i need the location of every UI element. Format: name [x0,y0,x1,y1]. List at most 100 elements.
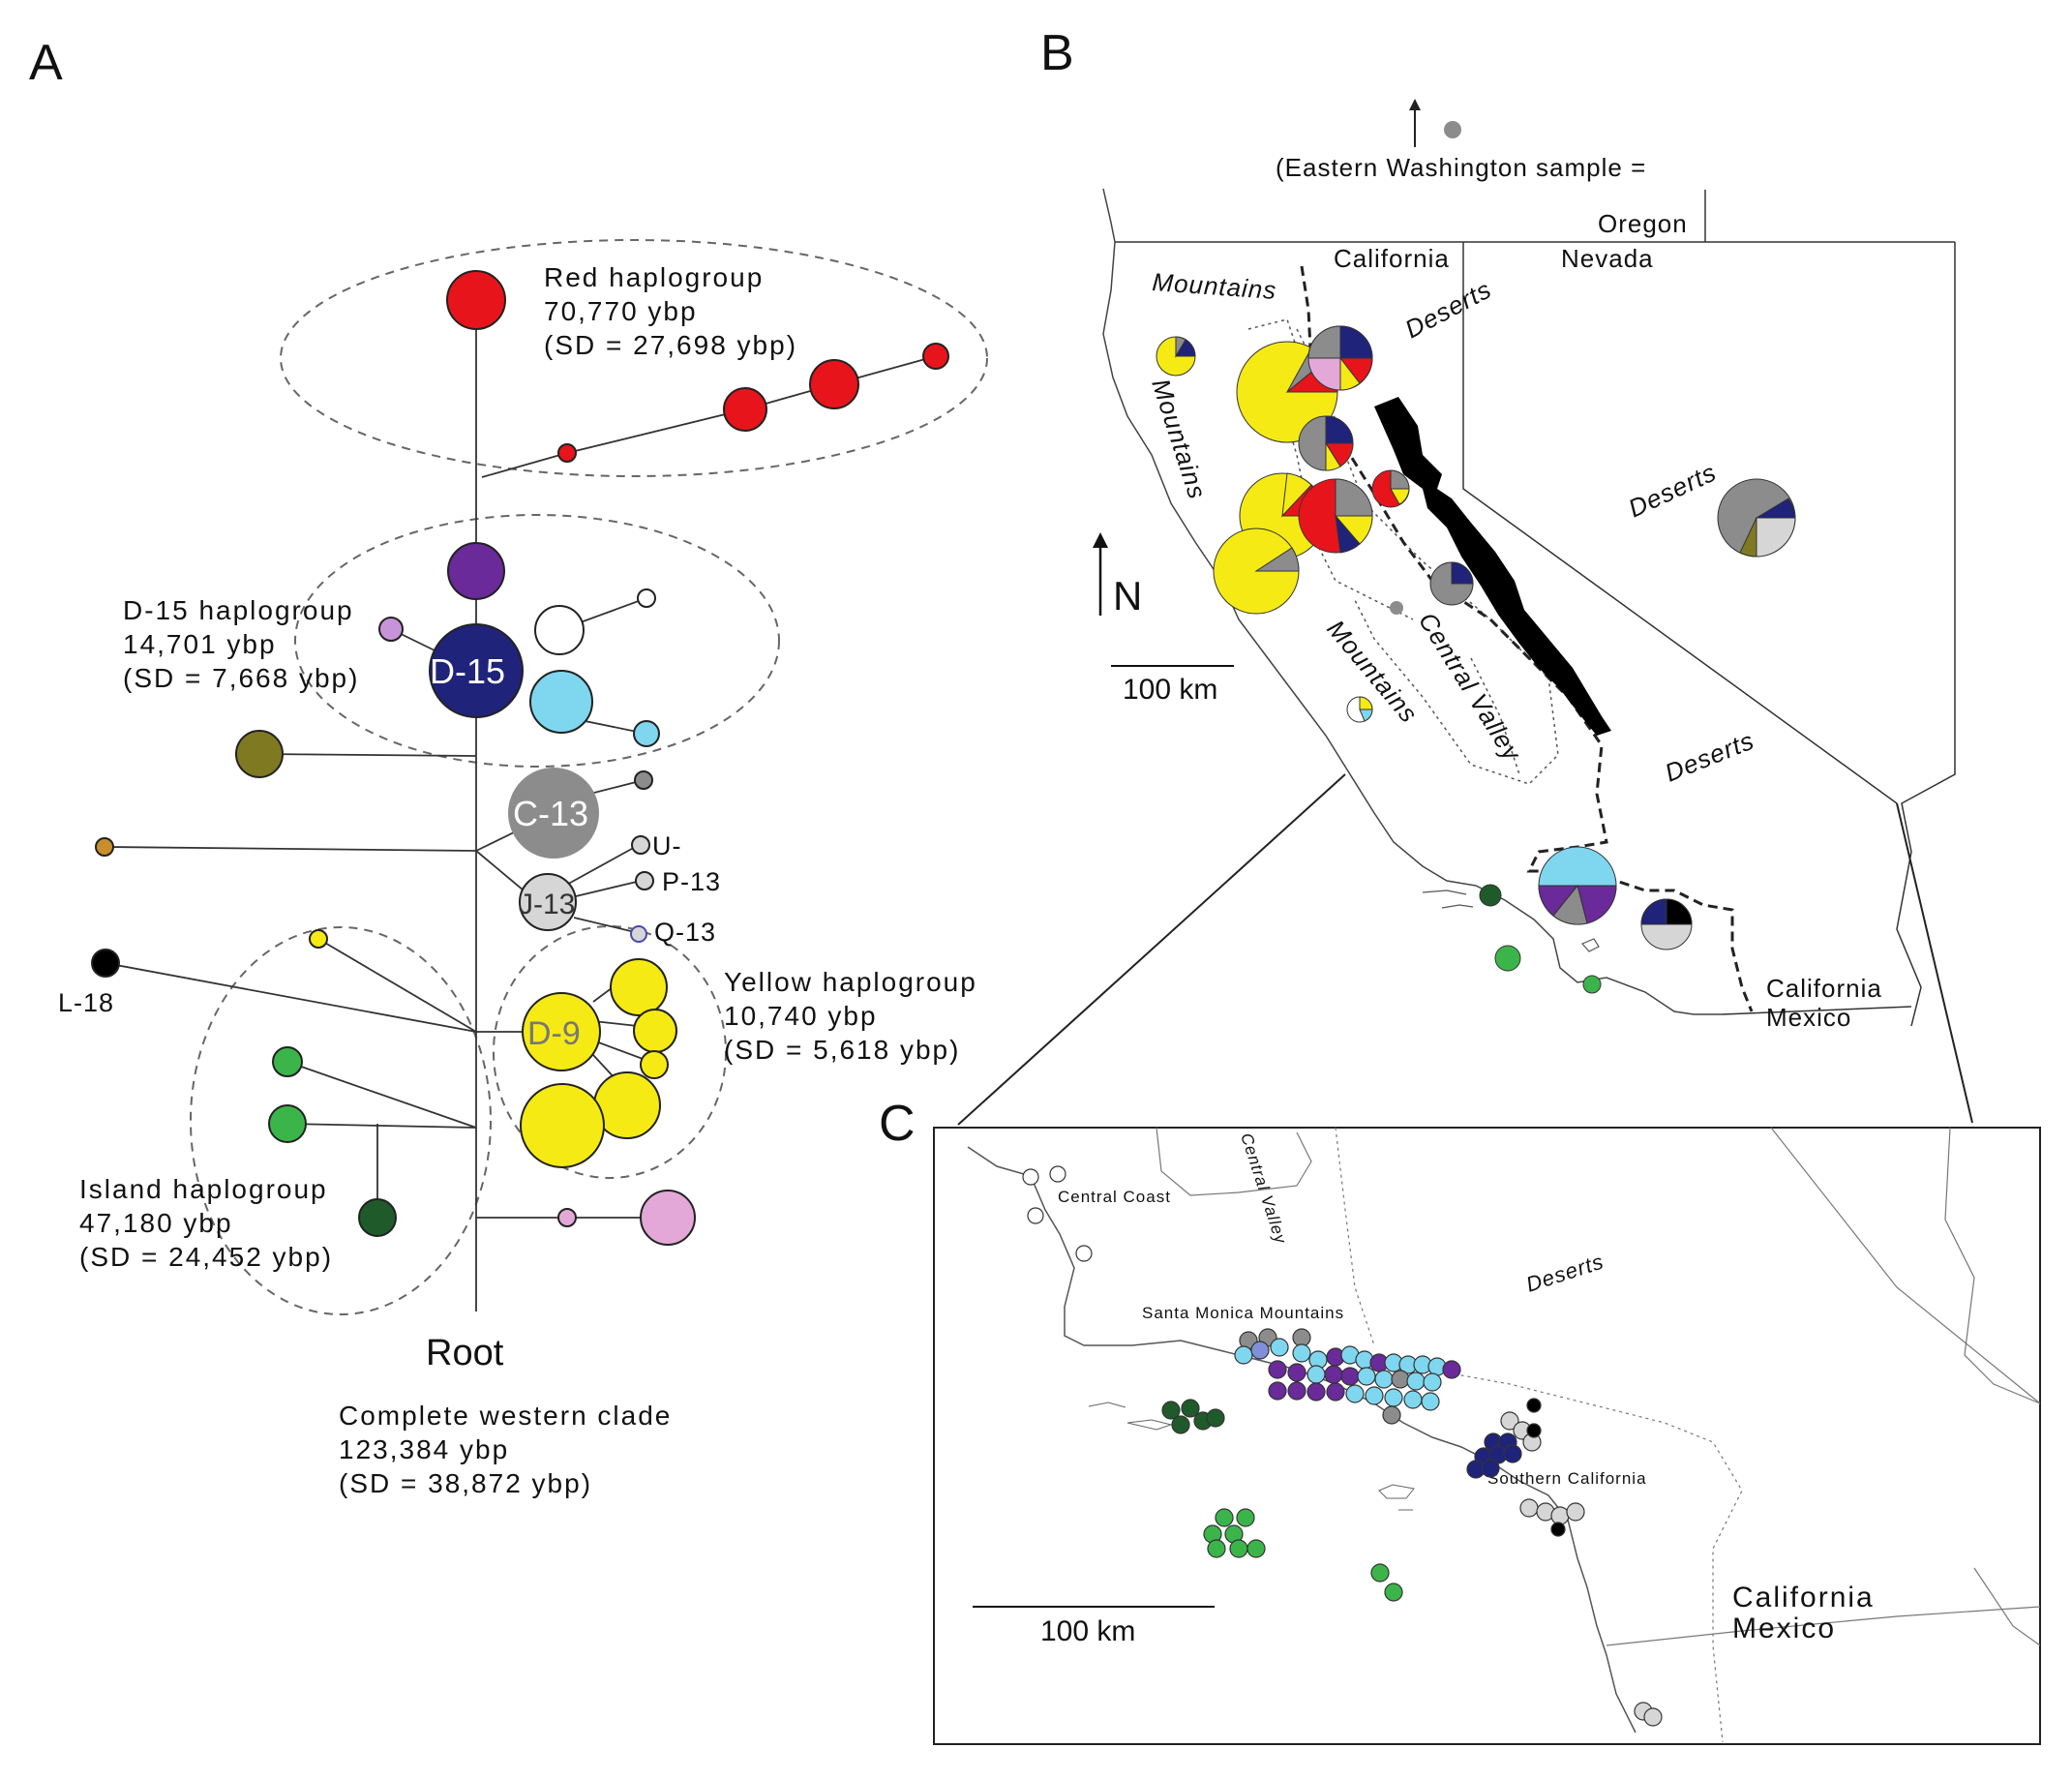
sample-c-green-9 [1384,1583,1403,1602]
sample-c-purple-i [1287,1381,1306,1401]
washington-sample-dot [1444,121,1461,138]
yellow-haplogroup-age: 10,740 ybp [724,1001,878,1031]
network-edges [104,300,937,1312]
mountains-label-2: Mountains [1146,376,1212,503]
d15-haplogroup-age: 14,701 ybp [123,629,277,659]
fault-band [1374,397,1611,736]
sample-c-grey-3 [1292,1328,1311,1347]
sample-c-lightgrey-7 [1566,1502,1585,1522]
p13-node [635,871,654,890]
red-node-3 [723,387,767,432]
grey-node-small [634,770,653,790]
sample-c-black-1 [1526,1398,1542,1413]
pie-central-valley [1429,561,1474,606]
yellow-haplogroup-sd: (SD = 5,618 ybp) [724,1035,960,1065]
island-haplogroup-sd: (SD = 24,452 ybp) [79,1242,333,1272]
red-haplogroup-outline [280,239,988,477]
sample-c-darkgreen-1 [1161,1401,1181,1420]
inset-borders [1606,1127,2041,1646]
yellow-node-a [610,958,668,1016]
deserts-label-1: Deserts [1400,274,1496,344]
scale-label-c: 100 km [1040,1615,1135,1647]
washington-arrowhead [1409,99,1421,110]
santa-monica-label: Santa Monica Mountains [1142,1304,1344,1322]
island-sample-b1 [1479,884,1502,907]
sample-c-cyan-a [1234,1345,1253,1365]
u-node [631,835,650,855]
clade-title: Complete western clade [339,1401,672,1431]
channel-islands-b [1422,890,1600,952]
sample-c-navy-5 [1503,1444,1522,1463]
sample-c-green-2 [1236,1508,1255,1527]
sample-c-cyan-k [1306,1365,1326,1384]
inset-deserts-label: Deserts [1523,1249,1607,1296]
inset-connector-right [1896,802,1973,1124]
panel-a: A [29,35,988,1498]
d9-node-label: D-9 [527,1015,581,1052]
pie-central-coast [1346,696,1373,723]
sample-c-cyan-r [1384,1388,1403,1407]
map-pies [1156,325,1796,994]
sample-c-purple-g [1340,1367,1360,1386]
sample-c-darkgreen-2 [1181,1399,1200,1418]
cyan-node-1 [529,670,593,734]
sample-c-cyan-n [1406,1372,1426,1391]
network-nodes [91,270,949,1246]
sample-c-green-5 [1207,1539,1226,1558]
coastline-b [1102,188,1723,1015]
panel-label-c: C [879,1096,916,1152]
d15-haplogroup-sd: (SD = 7,668 ybp) [123,663,359,693]
sample-c-purple-c [1442,1360,1461,1379]
oregon-label: Oregon [1598,209,1688,238]
pie-northeast [1307,325,1373,391]
red-haplogroup-title: Red haplogroup [544,262,764,292]
white-node-1 [534,605,585,655]
nevada-label: Nevada [1561,244,1654,273]
island-sample-b3 [1582,975,1602,994]
yellow-node-e [520,1083,605,1168]
pie-small-red [1371,469,1410,508]
pie-south-coast [1538,846,1617,925]
sample-c-white-2 [1049,1165,1066,1183]
panel-c: C Central Coast Central Valley Deserts S… [879,1096,2041,1745]
sample-c-lightgrey-1 [1500,1411,1519,1431]
j13-node [519,873,577,931]
sample-c-green-6 [1229,1539,1248,1558]
red-node-5 [922,343,949,370]
l18-node [91,949,120,978]
panel-label-a: A [29,35,63,91]
deserts-label-2: Deserts [1624,457,1721,523]
sample-c-white-4 [1075,1245,1093,1262]
sample-c-green-8 [1370,1563,1390,1583]
central-valley-outline [1156,1127,1312,1196]
l18-label: L-18 [58,988,114,1017]
sample-c-grey-4 [1391,1370,1410,1389]
panel-b: B (Eastern Washington sample = Oregon Ca [957,25,1973,1126]
state-borders [1115,190,1956,1027]
c13-node [508,768,599,859]
sample-c-purple-f [1324,1365,1343,1384]
inset-connector-left [957,773,1346,1126]
red-node-1 [446,270,506,330]
purple-node [447,542,505,600]
sample-c-cyan-q [1365,1386,1384,1405]
yellow-node-small [309,929,328,949]
sample-c-white-1 [1022,1168,1039,1186]
sample-c-black-3 [1550,1522,1566,1537]
red-haplogroup-age: 70,770 ybp [544,296,698,326]
central-coast-label: Central Coast [1058,1188,1171,1206]
southern-california-label: Southern California [1487,1469,1647,1488]
sample-c-purple-k [1326,1382,1345,1402]
inset-frame [933,1127,2041,1745]
d15-haplogroup-title: D-15 haplogroup [123,595,354,625]
pie-nevada [1717,478,1796,558]
inset-samples [1022,1165,1663,1727]
j13-node-label: J-13 [519,889,575,920]
sample-c-cyan-t [1421,1392,1440,1411]
pie-bay-east [1298,478,1373,554]
red-haplogroup-sd: (SD = 27,698 ybp) [544,330,797,360]
clade-age: 123,384 ybp [339,1434,509,1464]
scale-label-b: 100 km [1123,674,1217,706]
sample-c-white-3 [1027,1207,1044,1224]
